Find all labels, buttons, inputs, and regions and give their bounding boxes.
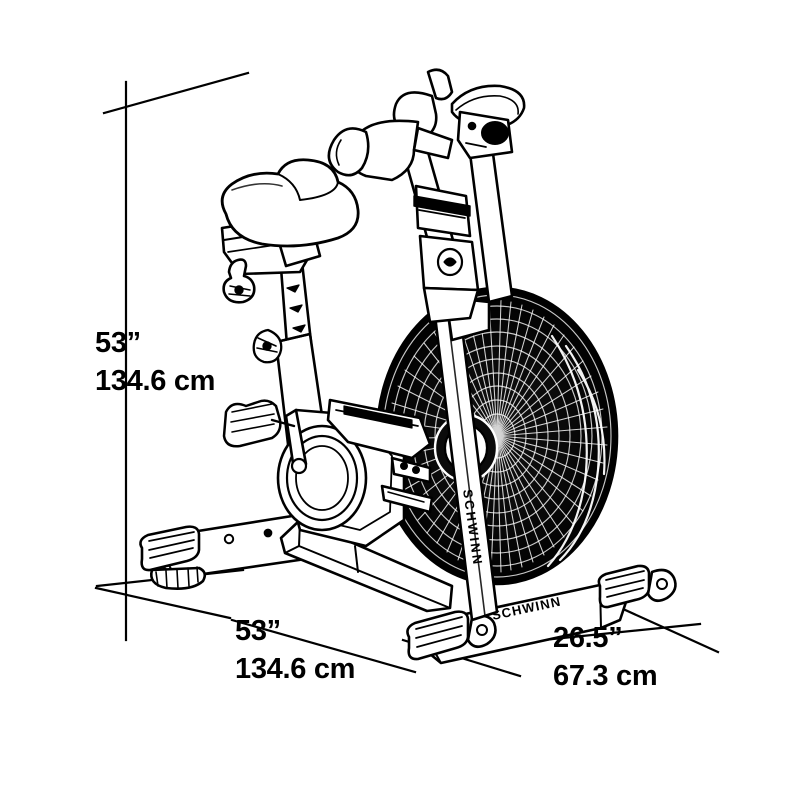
console [450, 84, 526, 160]
frame-shroud [413, 184, 480, 324]
dimension-depth-inches: 26.5” [553, 622, 623, 654]
dimension-label-height: 53” 134.6 cm [95, 325, 215, 400]
depth-dimension-line [610, 602, 720, 654]
dimension-height-inches: 53” [95, 327, 141, 359]
exercise-bike-illustration: SCHWINN [139, 68, 677, 665]
height-top-extension-line [102, 71, 250, 115]
rear-stabilizer [406, 564, 677, 665]
console-button [467, 121, 477, 131]
depth-extension-line-upper [541, 622, 702, 642]
handlebar [327, 68, 454, 182]
saddle [220, 158, 360, 248]
fan-cage-highlight [546, 334, 606, 568]
dimension-height-cm: 134.6 cm [95, 364, 216, 397]
drive-cover [326, 398, 434, 514]
dimension-depth-cm: 67.3 cm [553, 659, 658, 692]
dimension-label-width: 53” 134.6 cm [235, 613, 355, 688]
pedal [222, 399, 296, 448]
width-dimension-line-left [230, 618, 417, 674]
seat-adjust-knob [252, 328, 283, 364]
dimension-label-depth: 26.5” 67.3 cm [553, 620, 658, 695]
dimension-width-inches: 53” [235, 615, 281, 647]
console-screen [481, 121, 509, 145]
width-left-extension-line [94, 586, 232, 620]
dimension-width-cm: 134.6 cm [235, 652, 356, 685]
